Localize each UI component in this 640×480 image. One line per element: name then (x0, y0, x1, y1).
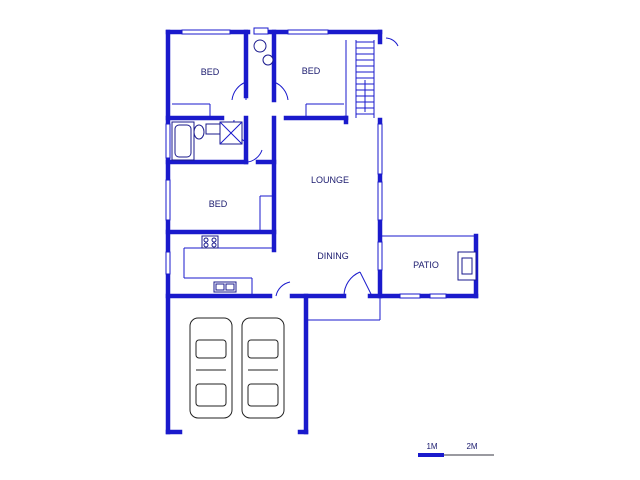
car-right (241, 317, 285, 419)
room-label-bed-lower: BED (209, 199, 228, 209)
scale-label-1m: 1M (426, 442, 437, 451)
kitchen-fixtures (201, 235, 237, 293)
room-label-patio: PATIO (413, 260, 439, 270)
doors (231, 37, 399, 297)
walls (165, 29, 479, 435)
windows (165, 27, 447, 299)
room-label-bed-left: BED (201, 67, 220, 77)
room-label-lounge: LOUNGE (311, 175, 349, 185)
car-left (189, 317, 233, 419)
bathroom-fixtures (171, 39, 274, 161)
scale-bar-segment-1 (418, 453, 444, 457)
scale-label-2m: 2M (466, 442, 477, 451)
room-label-bed-right: BED (302, 66, 321, 76)
braai-fixture (457, 251, 477, 281)
scale-bar-segment-2 (444, 454, 494, 456)
stairs (356, 41, 374, 115)
scale-bar: 1M 2M (418, 442, 494, 457)
room-label-dining: DINING (317, 251, 349, 261)
thin-lines (172, 40, 476, 321)
room-labels: BED BED BED LOUNGE DINING PATIO (201, 66, 439, 270)
